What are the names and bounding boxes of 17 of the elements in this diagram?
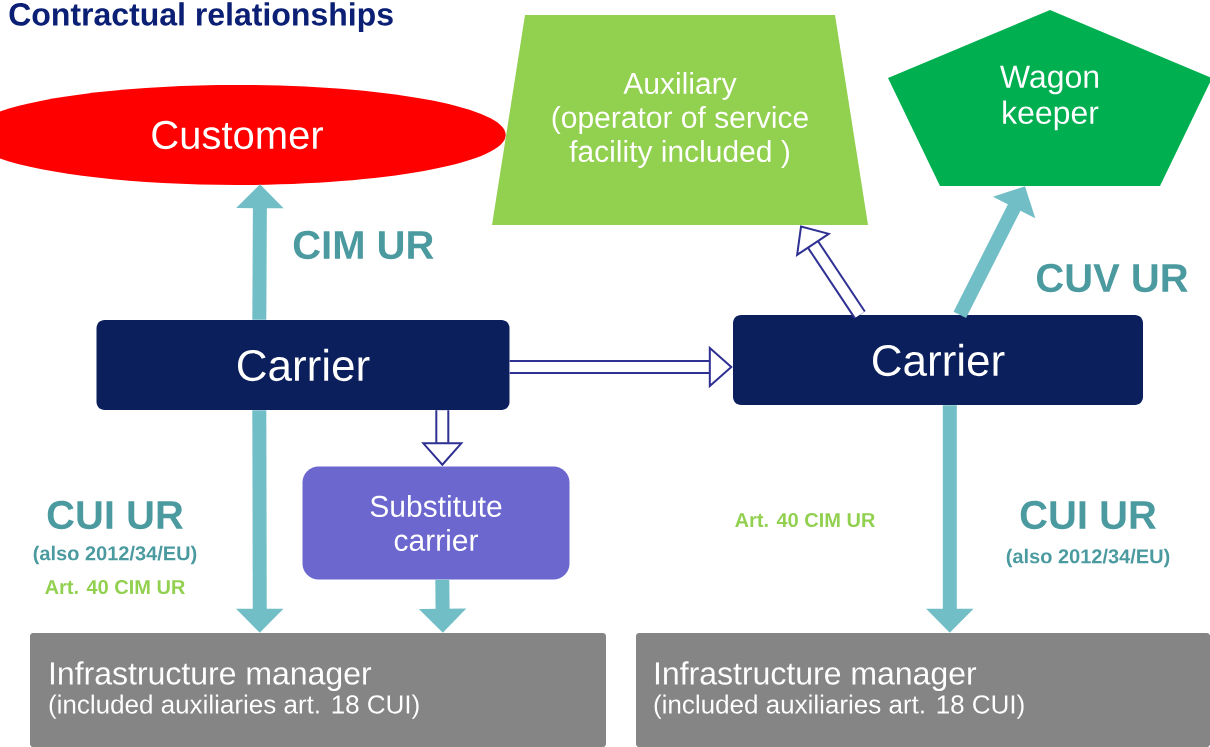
note: (also 2012/34/EU) xyxy=(1006,548,1170,568)
pentagon-box: Wagon keeper xyxy=(888,10,1210,186)
note: Art. 40 CIM UR xyxy=(735,512,875,528)
note: Art. 40 CIM UR xyxy=(45,579,185,595)
process-box: Carrier xyxy=(96,320,510,410)
process-box: Carrier xyxy=(733,315,1143,405)
process-box: Substitute carrier xyxy=(302,466,570,580)
note: (also 2012/34/EU) xyxy=(33,545,197,565)
title: Contractual relationships xyxy=(9,2,393,32)
block-arrow xyxy=(795,225,866,319)
edge-label: CUI UR xyxy=(47,500,183,530)
edge-label: CIM UR xyxy=(293,230,434,260)
edge-label: CUV UR xyxy=(1037,263,1188,293)
trapezoid-box: Auxiliary (operator of service facility included ) xyxy=(492,15,868,225)
edge-label: CUI UR xyxy=(1020,500,1156,530)
process-box: Infrastructure manager (included auxiliaries art. 18 CUI) xyxy=(30,633,606,747)
process-box: Infrastructure manager (included auxiliaries art. 18 CUI) xyxy=(636,633,1210,747)
